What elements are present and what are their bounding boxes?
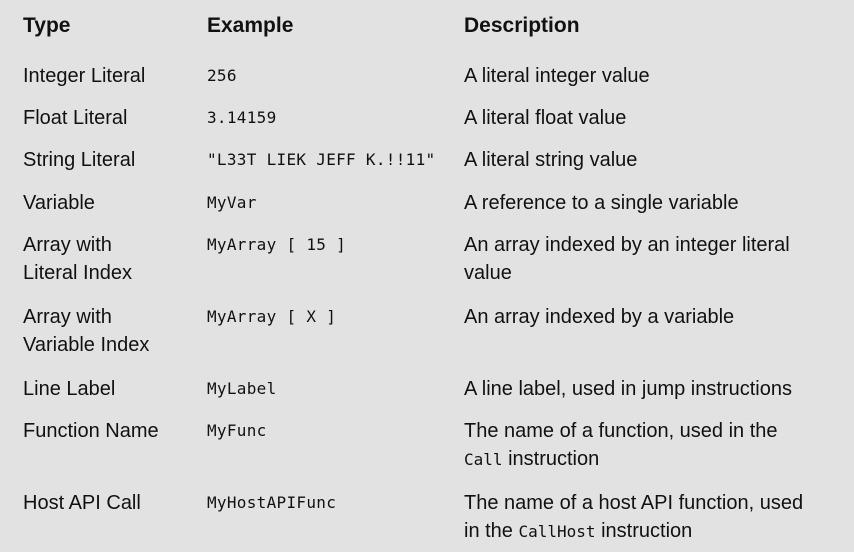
description-line: The name of a host API function, used (464, 489, 848, 517)
type-cell: String Literal (23, 146, 201, 174)
type-cell: Float Literal (23, 104, 201, 132)
description-line: The name of a function, used in the (464, 417, 848, 445)
example-cell: MyHostAPIFunc (207, 493, 337, 512)
type-cell: Function Name (23, 417, 201, 445)
description-cell: An array indexed by a variable (464, 303, 848, 331)
description-text: An array indexed by a variable (464, 306, 735, 328)
description-cell: The name of a host API function, used in … (464, 489, 848, 546)
description-line: A literal string value (464, 146, 848, 174)
description-text: The name of a function, used in the (464, 420, 778, 442)
header-type: Type (23, 14, 71, 37)
type-line: Literal Index (23, 262, 132, 284)
description-text: instruction (595, 520, 693, 542)
type-line: Variable Index (23, 334, 150, 356)
example-cell: MyArray [ X ] (207, 307, 337, 326)
description-text: A literal string value (464, 149, 638, 171)
description-text: instruction (502, 448, 600, 470)
example-cell: MyArray [ 15 ] (207, 235, 347, 254)
description-line: A line label, used in jump instructions (464, 375, 848, 403)
description-cell: A line label, used in jump instructions (464, 375, 848, 403)
description-line: in the CallHost instruction (464, 517, 848, 546)
example-cell: MyFunc (207, 421, 267, 440)
type-line: Line Label (23, 378, 116, 400)
description-text: The name of a host API function, used (464, 492, 804, 514)
example-cell: 256 (207, 66, 237, 85)
description-text: An array indexed by an integer literal (464, 234, 790, 256)
type-line: Integer Literal (23, 65, 146, 87)
type-line: String Literal (23, 149, 136, 171)
example-cell: 3.14159 (207, 108, 277, 127)
type-line: Array with (23, 234, 112, 256)
type-cell: Line Label (23, 375, 201, 403)
header-description: Description (464, 14, 580, 37)
description-cell: A literal string value (464, 146, 848, 174)
type-cell: Variable (23, 189, 201, 217)
type-line: Host API Call (23, 492, 141, 514)
example-cell: MyLabel (207, 379, 277, 398)
description-line: value (464, 259, 848, 287)
type-line: Float Literal (23, 107, 128, 129)
description-text: A literal float value (464, 107, 627, 129)
description-line: A literal float value (464, 104, 848, 132)
type-line: Function Name (23, 420, 159, 442)
description-text: A reference to a single variable (464, 192, 739, 214)
inline-code: CallHost (518, 522, 596, 541)
description-text: value (464, 262, 512, 284)
type-line: Variable (23, 192, 95, 214)
description-line: An array indexed by an integer literal (464, 231, 848, 259)
description-line: A reference to a single variable (464, 189, 848, 217)
description-line: An array indexed by a variable (464, 303, 848, 331)
header-example: Example (207, 14, 294, 37)
type-cell: Host API Call (23, 489, 201, 517)
table-header: Type Example Description (0, 12, 854, 42)
type-line: Array with (23, 306, 112, 328)
description-text: A line label, used in jump instructions (464, 378, 792, 400)
example-cell: "L33T LIEK JEFF K.!!11" (207, 150, 436, 169)
description-cell: A reference to a single variable (464, 189, 848, 217)
example-cell: MyVar (207, 193, 257, 212)
type-cell: Integer Literal (23, 62, 201, 90)
description-cell: An array indexed by an integer literal va… (464, 231, 848, 287)
inline-code: Call (464, 450, 503, 469)
description-cell: A literal integer value (464, 62, 848, 90)
description-text: A literal integer value (464, 65, 650, 87)
description-text: in the (464, 520, 519, 542)
description-line: Call instruction (464, 445, 848, 474)
description-line: A literal integer value (464, 62, 848, 90)
description-cell: A literal float value (464, 104, 848, 132)
